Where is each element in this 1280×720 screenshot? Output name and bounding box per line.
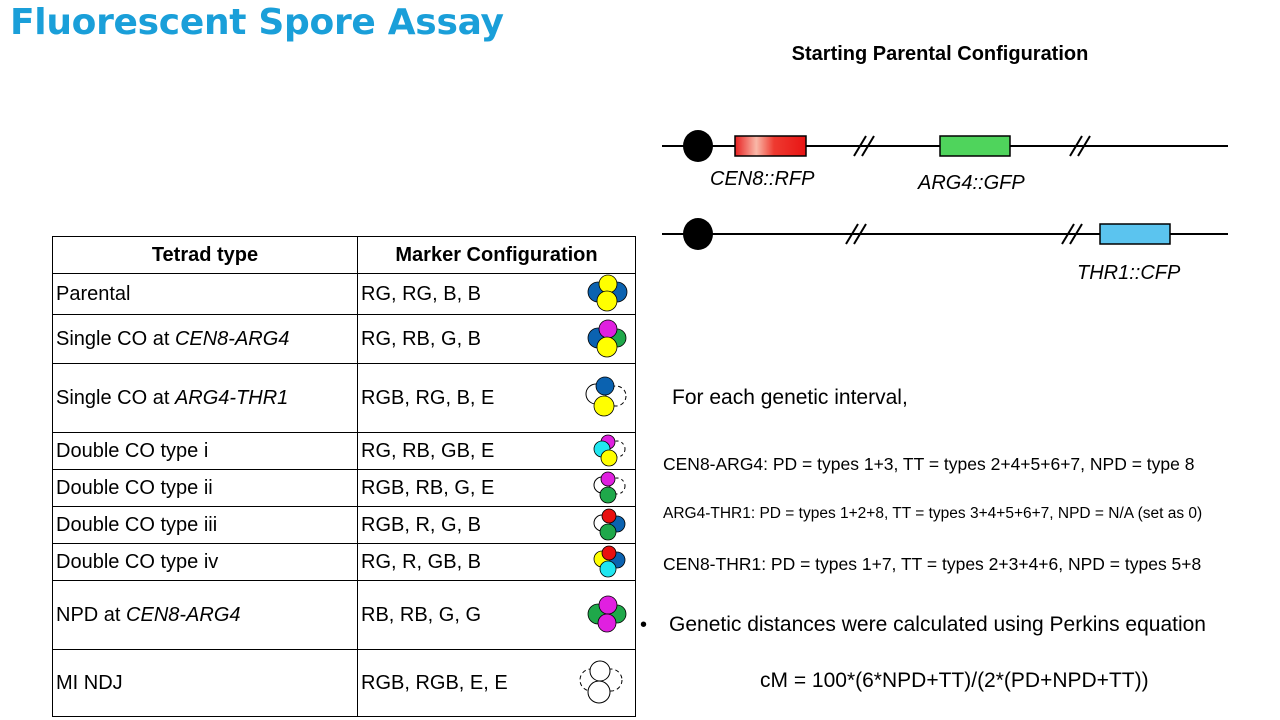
tetrad-double-co-i-icon bbox=[593, 434, 626, 467]
cen8-thr1-definition: CEN8-THR1: PD = types 1+7, TT = types 2+… bbox=[663, 554, 1202, 574]
break-mark-3 bbox=[845, 223, 867, 245]
tetrad-type-cell: Single CO at CEN8-ARG4 bbox=[52, 314, 358, 364]
tetrad-double-co-ii-icon bbox=[593, 471, 626, 504]
table-row: Double CO type i RG, RB, GB, E bbox=[52, 432, 636, 470]
break-mark-2 bbox=[1069, 135, 1091, 157]
tetrad-double-co-iii-icon bbox=[593, 508, 626, 541]
perkins-formula: cM = 100*(6*NPD+TT)/(2*(PD+NPD+TT)) bbox=[760, 669, 1149, 692]
tetrad-mi-ndj-icon bbox=[579, 660, 623, 704]
marker-config-cell: RG, R, GB, B bbox=[357, 543, 636, 581]
tetrad-table: Tetrad type Marker Configuration Parenta… bbox=[52, 236, 636, 717]
marker-config-cell: RGB, RB, G, E bbox=[357, 469, 636, 507]
chromosome-diagram: CEN8::RFP ARG4::GFP THR1::CFP bbox=[660, 120, 1240, 300]
tetrad-type-cell: Double CO type iii bbox=[52, 506, 358, 544]
tetrad-type-cell: Double CO type i bbox=[52, 432, 358, 470]
chromosome-svg bbox=[662, 130, 1228, 250]
gfp-gene-label: ARG4::GFP bbox=[918, 172, 1025, 194]
perkins-text: Genetic distances were calculated using … bbox=[669, 613, 1206, 636]
bullet-icon: • bbox=[640, 614, 648, 636]
header-tetrad-type: Tetrad type bbox=[52, 236, 358, 274]
tetrad-type-cell: NPD at CEN8-ARG4 bbox=[52, 580, 358, 650]
gfp-marker-box bbox=[939, 135, 1011, 157]
table-row: MI NDJ RGB, RGB, E, E bbox=[52, 649, 636, 717]
break-mark-1 bbox=[853, 135, 875, 157]
centromere-2 bbox=[683, 218, 713, 250]
cfp-gene-label: THR1::CFP bbox=[1077, 262, 1181, 284]
marker-config-cell: RB, RB, G, G bbox=[357, 580, 636, 650]
table-row: Single CO at CEN8-ARG4 RG, RB, G, B bbox=[52, 314, 636, 364]
tetrad-single-co-cen8-arg4-icon bbox=[587, 319, 627, 358]
break-mark-4 bbox=[1061, 223, 1083, 245]
rfp-marker-box bbox=[734, 135, 807, 157]
tetrad-npd-cen8-arg4-icon bbox=[587, 595, 627, 633]
marker-config-cell: RG, RB, GB, E bbox=[357, 432, 636, 470]
centromere-1 bbox=[683, 130, 713, 162]
tetrad-single-co-arg4-thr1-icon bbox=[585, 376, 627, 417]
tetrad-type-cell: Single CO at ARG4-THR1 bbox=[52, 363, 358, 433]
marker-config-cell: RG, RB, G, B bbox=[357, 314, 636, 364]
marker-config-cell: RGB, R, G, B bbox=[357, 506, 636, 544]
tetrad-parental-icon bbox=[587, 274, 628, 312]
arg4-thr1-definition: ARG4-THR1: PD = types 1+2+8, TT = types … bbox=[663, 505, 1203, 522]
table-row: Single CO at ARG4-THR1 RGB, RG, B, E bbox=[52, 363, 636, 433]
table-row: NPD at CEN8-ARG4 RB, RB, G, G bbox=[52, 580, 636, 650]
rfp-gene-label: CEN8::RFP bbox=[710, 168, 815, 190]
tetrad-double-co-iv-icon bbox=[593, 545, 626, 578]
cfp-marker-box bbox=[1099, 223, 1171, 245]
cen8-arg4-definition: CEN8-ARG4: PD = types 1+3, TT = types 2+… bbox=[663, 454, 1195, 474]
tetrad-type-cell: Double CO type ii bbox=[52, 469, 358, 507]
intro-text: For each genetic interval, bbox=[672, 386, 908, 409]
table-row: Double CO type iii RGB, R, G, B bbox=[52, 506, 636, 544]
table-header-row: Tetrad type Marker Configuration bbox=[52, 236, 636, 274]
tetrad-type-cell: Parental bbox=[52, 273, 358, 315]
table-row: Double CO type ii RGB, RB, G, E bbox=[52, 469, 636, 507]
table-row: Double CO type iv RG, R, GB, B bbox=[52, 543, 636, 581]
marker-config-cell: RGB, RG, B, E bbox=[357, 363, 636, 433]
page-title: Fluorescent Spore Assay bbox=[10, 2, 504, 43]
tetrad-type-cell: Double CO type iv bbox=[52, 543, 358, 581]
tetrad-type-cell: MI NDJ bbox=[52, 649, 358, 717]
parental-config-heading: Starting Parental Configuration bbox=[791, 43, 1089, 65]
table-row: Parental RG, RG, B, B bbox=[52, 273, 636, 315]
marker-config-cell: RGB, RGB, E, E bbox=[357, 649, 636, 717]
header-marker-config: Marker Configuration bbox=[357, 236, 636, 274]
marker-config-cell: RG, RG, B, B bbox=[357, 273, 636, 315]
